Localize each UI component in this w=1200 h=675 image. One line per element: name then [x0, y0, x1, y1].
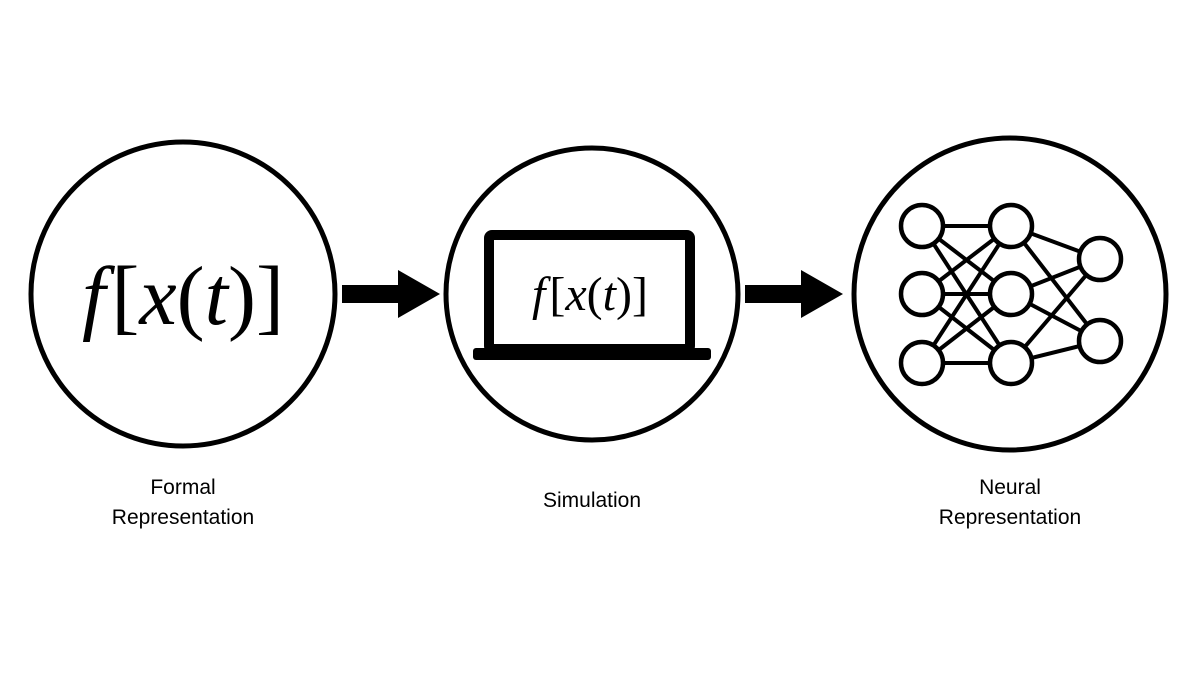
nn-node [1076, 317, 1124, 365]
nn-node [987, 270, 1035, 318]
formal-caption-line-1: Formal [150, 476, 216, 499]
nn-node [898, 270, 946, 318]
laptop-icon [473, 230, 711, 360]
nn-node [987, 339, 1035, 387]
simulation-formula: f[x(t)] [532, 268, 648, 321]
nn-node [898, 339, 946, 387]
formal-circle [28, 139, 338, 449]
arrow-right-icon [342, 270, 440, 318]
nn-edge [1009, 224, 1102, 343]
simulation-caption-line-1: Simulation [542, 489, 642, 512]
formal-formula: f[x(t)] [82, 250, 284, 343]
formal-caption-line-2: Representation [111, 506, 255, 529]
simulation-node: f[x(t)] [443, 145, 741, 443]
neural-network-icon [898, 202, 1124, 387]
simulation-caption: Simulation [472, 486, 712, 516]
neural-caption-line-2: Representation [938, 506, 1082, 529]
neural-caption-line-1: Neural [979, 476, 1041, 499]
formal-caption: Formal Representation [63, 473, 303, 533]
nn-node [898, 202, 946, 250]
simulation-circle [443, 145, 741, 443]
nn-node [987, 202, 1035, 250]
arrow-right-icon [745, 270, 843, 318]
formal-representation-node: f[x(t)] [28, 139, 338, 449]
neural-caption: Neural Representation [890, 473, 1130, 533]
neural-representation-node [851, 135, 1169, 453]
nn-node [1076, 235, 1124, 283]
nn-edge [920, 224, 1013, 365]
laptop-base [473, 348, 711, 360]
